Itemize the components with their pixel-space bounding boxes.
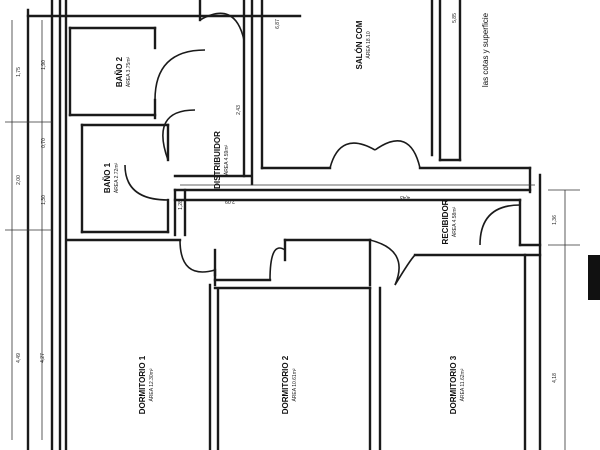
room-area-recibidor: ÁREA 4.58m² [451, 207, 458, 238]
room-area-dormitorio2: ÁREA 10.61m² [291, 368, 298, 401]
room-area-salon: ÁREA 18.10 [365, 31, 372, 58]
room-name-distribuidor: DISTRIBUIDOR [213, 131, 222, 189]
dim-1-36: 1,36 [552, 215, 558, 225]
room-area-bano2: ÁREA 3.75m² [125, 57, 132, 88]
room-area-distribuidor: ÁREA 4.59m² [223, 145, 230, 176]
room-name-dormitorio3: DORMITORIO 3 [449, 355, 458, 414]
room-name-salon: SALÓN COM [355, 20, 364, 69]
room-name-dormitorio2: DORMITORIO 2 [281, 355, 290, 414]
room-dormitorio1: DORMITORIO 1 ÁREA 12.30m² [138, 355, 155, 414]
room-name-bano1: BAÑO 1 [103, 162, 112, 193]
dim-2-00: 2,00 [16, 175, 22, 185]
dim-1-28: 1,28 [178, 200, 184, 210]
room-recibidor: RECIBIDOR ÁREA 4.58m² [441, 199, 458, 244]
room-area-bano1: ÁREA 2.72m² [113, 163, 120, 194]
room-bano2: BAÑO 2 ÁREA 3.75m² [115, 56, 132, 87]
cotas-note: las cotas y superficie [481, 12, 490, 87]
room-salon: SALÓN COM ÁREA 18.10 [355, 20, 372, 69]
dim-1-75: 1,75 [16, 67, 22, 77]
dimension-lines [5, 20, 580, 450]
dim-4-49: 4,49 [16, 353, 22, 363]
room-area-dormitorio1: ÁREA 12.30m² [148, 368, 155, 401]
doors [124, 12, 521, 286]
dim-5-85: 5,85 [452, 13, 458, 23]
dim-1-90: 1,90 [41, 60, 47, 70]
room-dormitorio2: DORMITORIO 2 ÁREA 10.61m² [281, 355, 298, 414]
dim-4-18: 4,18 [552, 373, 558, 383]
dim-2-09: 2,09 [225, 198, 235, 204]
room-area-dormitorio3: ÁREA 11.62m² [459, 368, 466, 401]
dim-0-70: 0,70 [41, 138, 47, 148]
room-distribuidor: DISTRIBUIDOR ÁREA 4.59m² [213, 131, 230, 189]
dim-6-87: 6,87 [275, 19, 281, 29]
dim-1-30: 1,30 [41, 195, 47, 205]
edge-mark [588, 255, 600, 300]
room-name-dormitorio1: DORMITORIO 1 [138, 355, 147, 414]
dim-4-27: 4,27 [40, 353, 46, 363]
room-name-bano2: BAÑO 2 [115, 56, 124, 87]
room-name-recibidor: RECIBIDOR [441, 199, 450, 244]
dim-4-43: 4,43 [400, 194, 410, 200]
room-dormitorio3: DORMITORIO 3 ÁREA 11.62m² [449, 355, 466, 414]
dim-2-43: 2,43 [236, 105, 242, 115]
walls [26, 0, 542, 450]
room-bano1: BAÑO 1 ÁREA 2.72m² [103, 162, 120, 193]
